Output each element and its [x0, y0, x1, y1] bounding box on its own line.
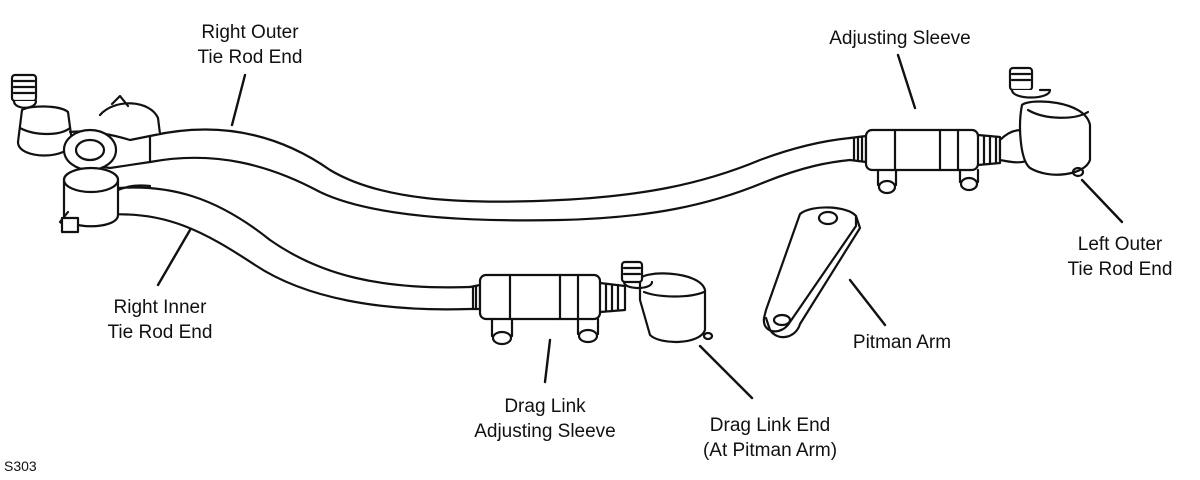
- figure-id: S303: [4, 458, 37, 474]
- pitman-arm: [762, 206, 862, 339]
- leader-lines: [156, 53, 1124, 400]
- label-line: Adjusting Sleeve: [829, 28, 971, 49]
- drag-link-end: [620, 260, 714, 344]
- left-knuckle-cluster: [58, 94, 162, 234]
- label-adjusting-sleeve: Adjusting Sleeve: [800, 26, 1000, 51]
- leader-left-outer: [1080, 178, 1124, 224]
- tie-rod-tube: [148, 128, 852, 222]
- label-line: Tie Rod End: [1067, 259, 1173, 280]
- label-line: (At Pitman Arm): [702, 440, 838, 461]
- left-outer-tie-rod-end: [998, 66, 1092, 178]
- leader-right-outer: [230, 73, 247, 127]
- drag-link-tube: [98, 186, 472, 311]
- leader-drag-link-end: [698, 344, 754, 400]
- label-drag-link-end: Drag Link End (At Pitman Arm): [670, 413, 870, 463]
- drag-link-adjusting-sleeve: [468, 273, 627, 346]
- label-line: Drag Link End: [709, 415, 831, 436]
- tie-rod-adjusting-sleeve: [848, 128, 1002, 195]
- label-left-outer-tie-rod-end: Left Outer Tie Rod End: [1040, 232, 1200, 282]
- label-line: Pitman Arm: [852, 332, 952, 353]
- label-line: Right Outer: [201, 22, 299, 43]
- label-line: Drag Link: [504, 396, 586, 417]
- label-line: Tie Rod End: [107, 322, 213, 343]
- label-line: Left Outer: [1077, 234, 1163, 255]
- leader-adjusting-sleeve: [896, 53, 917, 110]
- label-pitman-arm: Pitman Arm: [822, 330, 982, 355]
- right-outer-ball-stud: [10, 73, 152, 170]
- leader-pitman-arm: [848, 278, 887, 327]
- label-right-outer-tie-rod-end: Right Outer Tie Rod End: [150, 20, 350, 70]
- leader-drag-link-sleeve: [543, 338, 552, 384]
- label-line: Adjusting Sleeve: [474, 421, 616, 442]
- label-drag-link-adjusting-sleeve: Drag Link Adjusting Sleeve: [440, 394, 650, 444]
- label-right-inner-tie-rod-end: Right Inner Tie Rod End: [60, 295, 260, 345]
- label-line: Right Inner: [113, 297, 207, 318]
- label-line: Tie Rod End: [197, 47, 303, 68]
- leader-right-inner: [156, 228, 192, 287]
